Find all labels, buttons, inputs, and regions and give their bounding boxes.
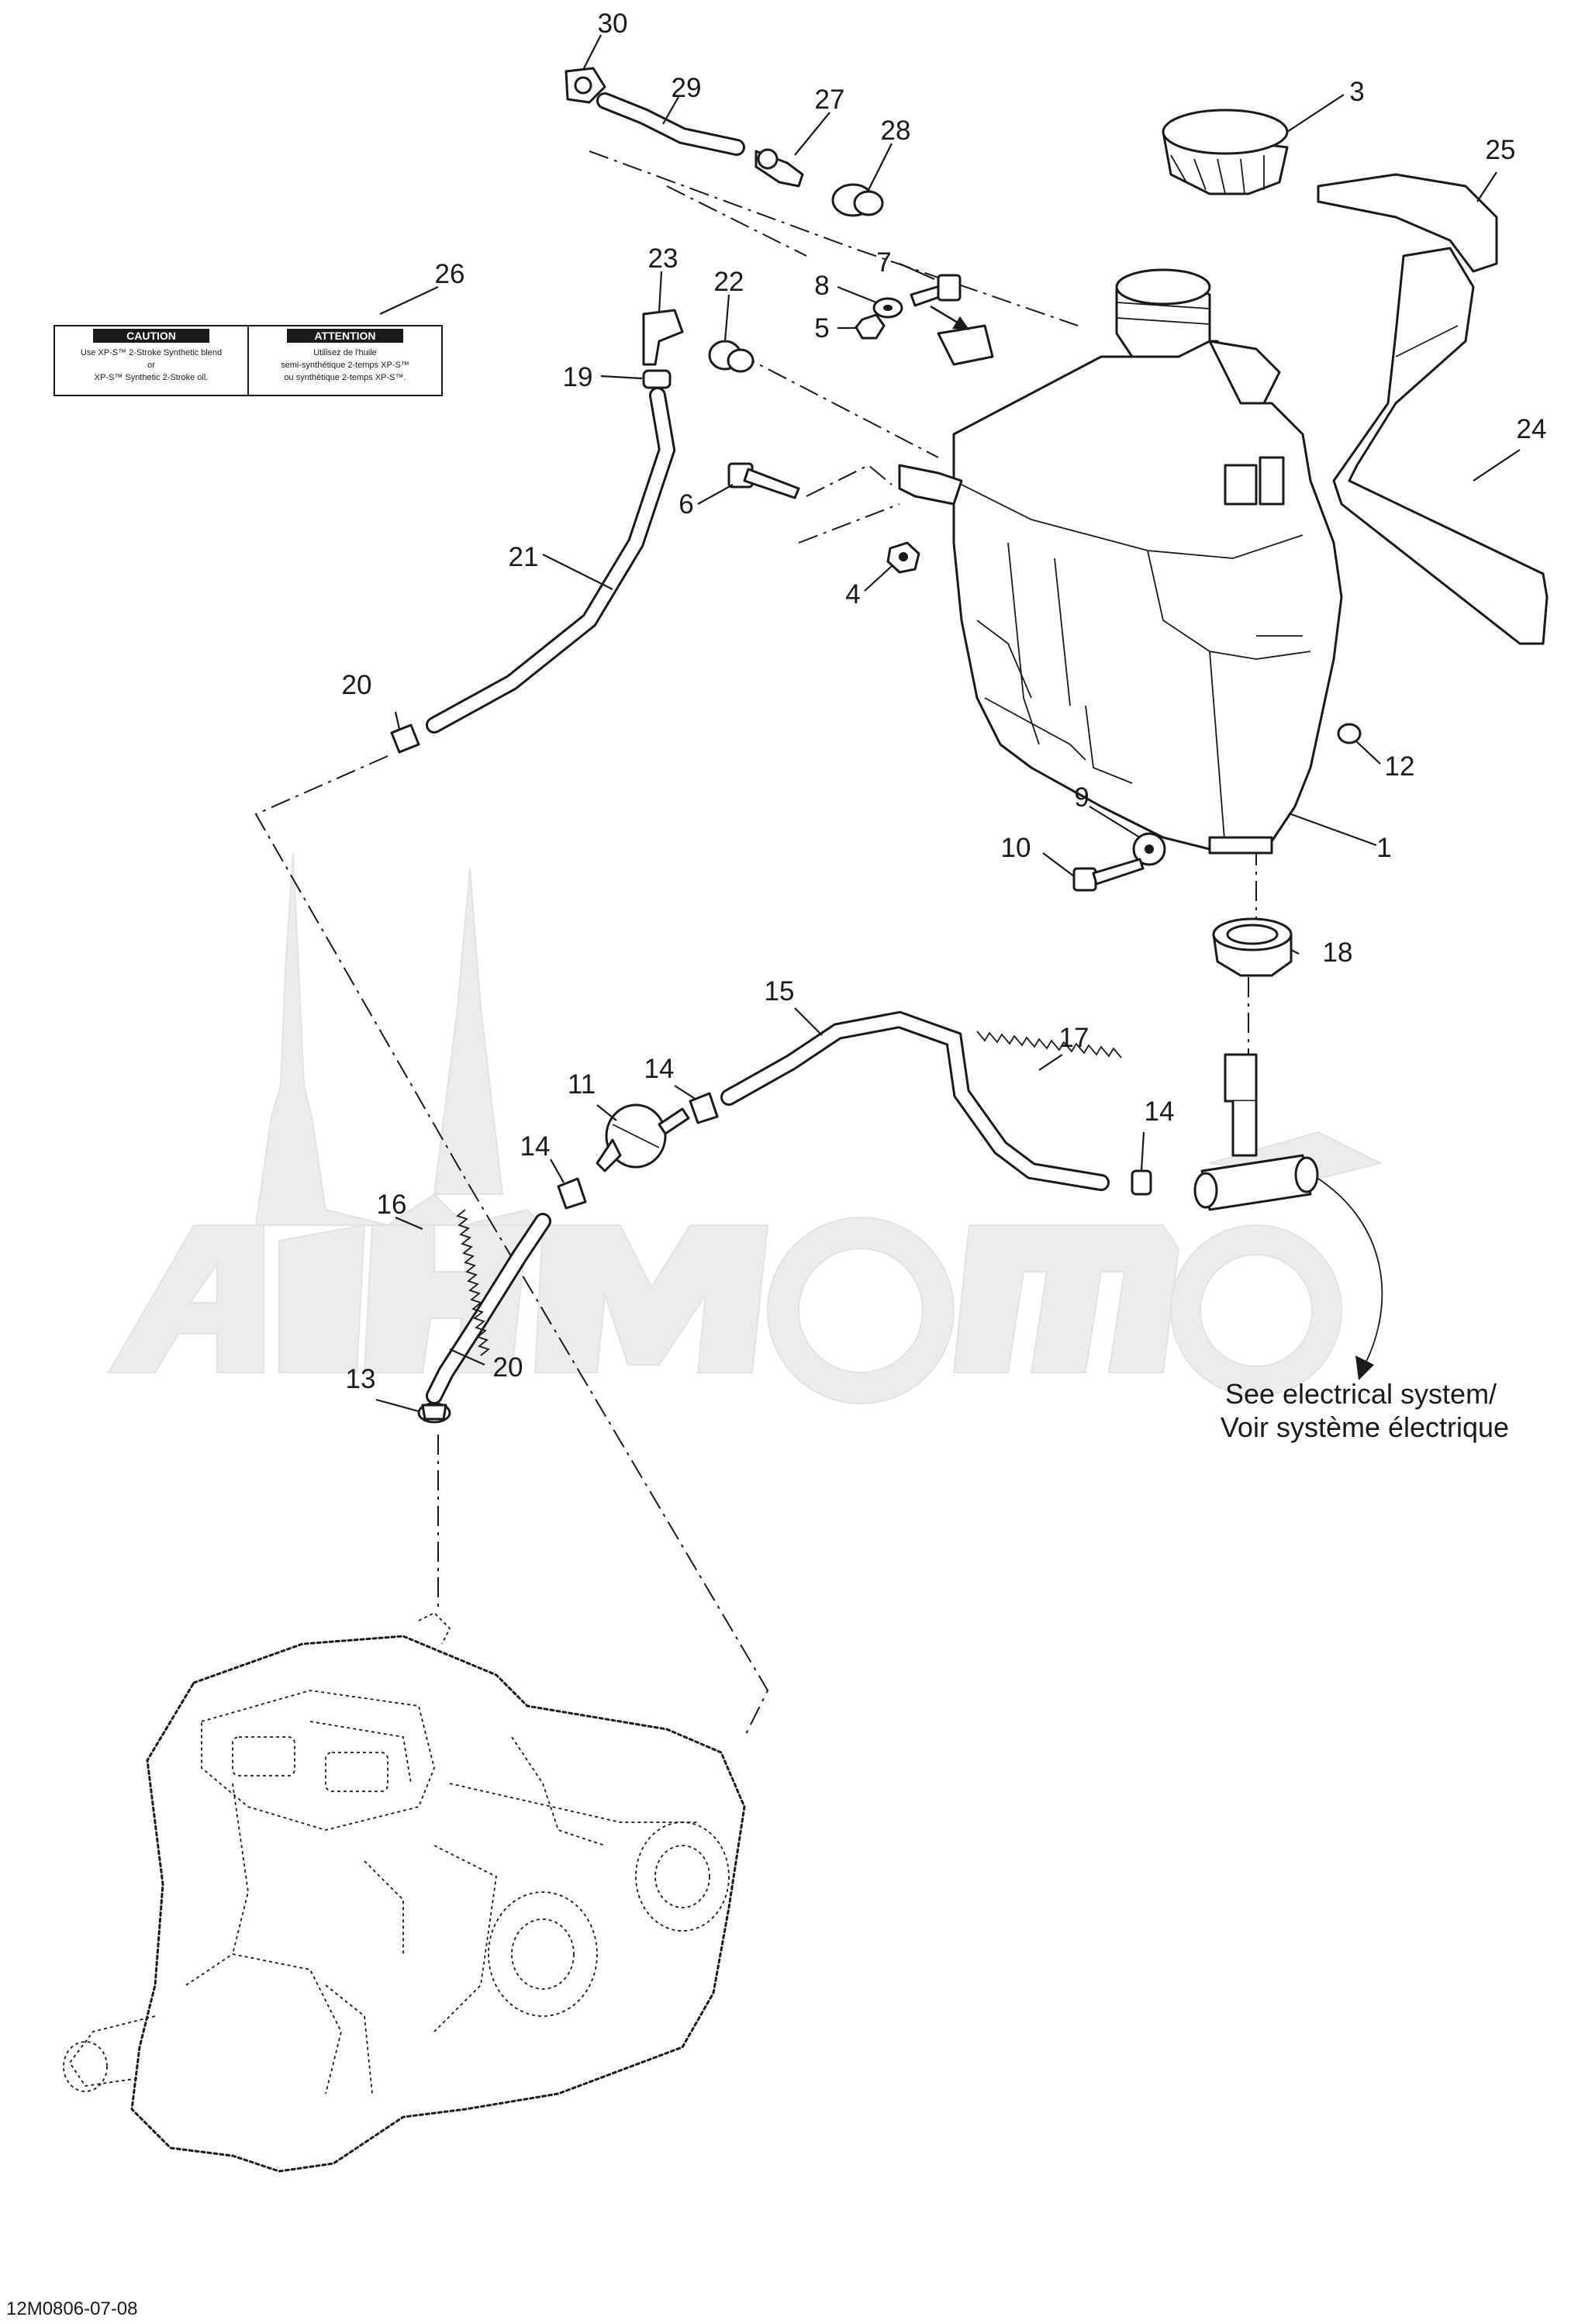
callout-20-lower: 20 bbox=[342, 670, 372, 700]
callout-15: 15 bbox=[765, 976, 795, 1007]
callout-10: 10 bbox=[1001, 833, 1031, 863]
lock-washer-9 bbox=[1132, 832, 1166, 866]
elbow-fitting-23 bbox=[642, 309, 684, 366]
electrical-system-note: See electrical system/ Voir système élec… bbox=[1221, 1378, 1509, 1443]
clamp-14-middle bbox=[689, 1092, 719, 1124]
callout-21: 21 bbox=[509, 542, 539, 572]
callout-19: 18 bbox=[1323, 938, 1353, 968]
spring-16 bbox=[456, 1209, 490, 1356]
callout-29: 29 bbox=[672, 73, 702, 103]
callout-28: 28 bbox=[881, 116, 911, 146]
callout-1: 1 bbox=[1376, 833, 1391, 863]
callout-4: 4 bbox=[845, 579, 860, 609]
callout-14-left: 14 bbox=[520, 1131, 551, 1162]
oil-hose-21 bbox=[426, 387, 676, 734]
bolt-7 bbox=[910, 274, 962, 307]
check-valve-27 bbox=[754, 148, 804, 188]
attention-line-1: Utilisez de l'huile bbox=[313, 348, 377, 357]
drawing-code: 12M0806-07-08 bbox=[6, 2298, 137, 2319]
callout-27: 27 bbox=[815, 85, 845, 115]
bolt-6 bbox=[727, 462, 800, 499]
leader-lines bbox=[375, 34, 1521, 1413]
callout-30: 30 bbox=[598, 9, 628, 39]
callout-8: 8 bbox=[814, 271, 829, 301]
callout-16: 16 bbox=[377, 1190, 407, 1220]
callout-labels: 30 29 27 28 3 25 26 23 22 7 8 5 19 24 6 … bbox=[342, 9, 1547, 1394]
watermark-logo bbox=[107, 852, 1383, 1404]
attention-line-2: semi-synthétique 2-temps XP-S™ bbox=[281, 361, 409, 370]
callout-11: 12 bbox=[1385, 751, 1415, 782]
attention-line-3: ou synthétique 2-temps XP-S™. bbox=[284, 373, 406, 382]
callout-24: 24 bbox=[1517, 414, 1547, 444]
caution-line-1: Use XP-S™ 2-Stroke Synthetic blend bbox=[81, 348, 222, 357]
grommet-19 bbox=[1212, 917, 1293, 977]
callout-23: 23 bbox=[648, 243, 679, 274]
washer-8 bbox=[872, 297, 903, 319]
oil-filter-12 bbox=[596, 1103, 690, 1172]
note-line-1: See electrical system/ bbox=[1225, 1378, 1497, 1410]
assembly-lines bbox=[254, 150, 1257, 1738]
callout-18: 17 bbox=[1059, 1023, 1089, 1053]
nut-4 bbox=[886, 541, 920, 574]
grommet-22 bbox=[708, 340, 754, 373]
oil-hose-15 bbox=[720, 1010, 1110, 1191]
callout-17: 20 bbox=[493, 1352, 523, 1383]
callout-7: 7 bbox=[876, 247, 891, 278]
callout-12: 11 bbox=[568, 1069, 596, 1100]
caution-title: CAUTION bbox=[126, 330, 176, 342]
grommet-11 bbox=[1337, 723, 1362, 744]
bolt-10 bbox=[1072, 858, 1145, 892]
nut-5 bbox=[855, 313, 886, 340]
caution-line-3: XP-S™ Synthetic 2-Stroke oil. bbox=[95, 373, 209, 382]
callout-26: 26 bbox=[435, 259, 465, 289]
tank-cap bbox=[1162, 109, 1289, 195]
clamp-20-upper bbox=[642, 369, 672, 389]
clamp-13 bbox=[417, 1402, 451, 1424]
callout-14-middle: 14 bbox=[644, 1054, 675, 1084]
callout-6: 6 bbox=[679, 489, 693, 520]
callout-9: 9 bbox=[1074, 782, 1089, 813]
caution-line-2: or bbox=[147, 361, 155, 370]
clamp-14-right bbox=[1131, 1169, 1152, 1196]
engine-assembly bbox=[63, 1611, 746, 2173]
callout-5: 5 bbox=[814, 313, 829, 344]
grommet-28 bbox=[831, 183, 884, 217]
clamp-14-left bbox=[557, 1177, 587, 1210]
clamp-20-lower bbox=[390, 723, 420, 754]
heat-shield-25 bbox=[1317, 173, 1498, 273]
note-line-2: Voir système électrique bbox=[1221, 1411, 1509, 1443]
oil-level-sensor bbox=[1193, 1053, 1319, 1211]
callout-25: 25 bbox=[1486, 135, 1516, 165]
attention-title: ATTENTION bbox=[314, 330, 375, 342]
callout-3: 3 bbox=[1349, 77, 1364, 107]
callout-20-upper: 19 bbox=[563, 362, 593, 392]
caution-decal: CAUTION ATTENTION Use XP-S™ 2-Stroke Syn… bbox=[54, 325, 443, 396]
spring-18 bbox=[976, 1031, 1122, 1058]
vent-hose-29 bbox=[596, 92, 745, 156]
callout-22: 22 bbox=[714, 267, 744, 297]
callout-14-right: 14 bbox=[1145, 1096, 1175, 1127]
callout-13: 13 bbox=[346, 1364, 376, 1394]
oil-hose-17 bbox=[426, 1213, 551, 1404]
vent-fitting-30 bbox=[565, 67, 606, 104]
oil-tank bbox=[898, 268, 1343, 855]
heat-shield-24 bbox=[1332, 247, 1549, 645]
